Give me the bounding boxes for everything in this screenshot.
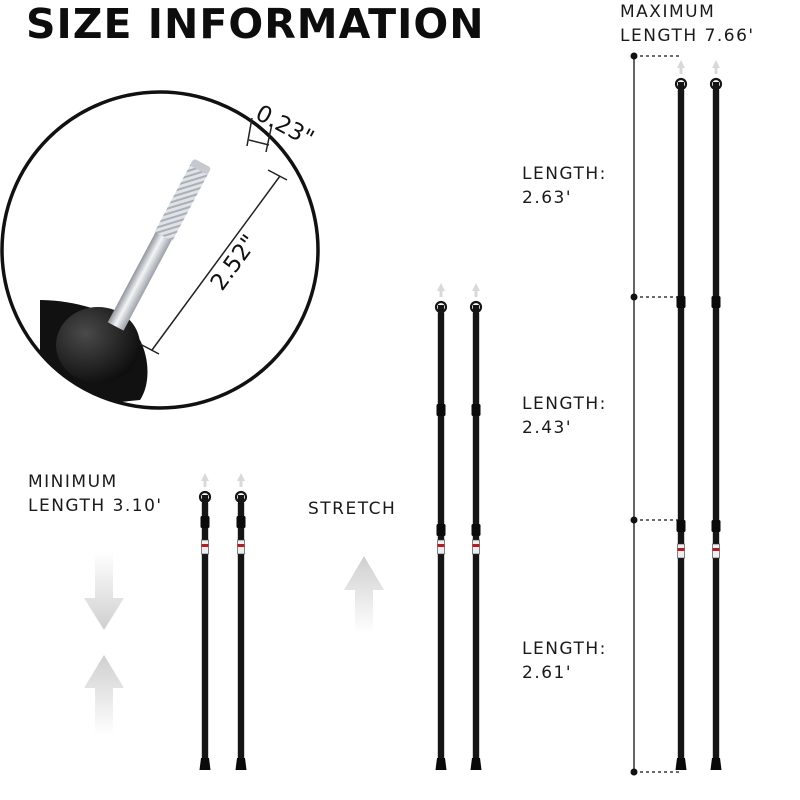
max-pole-2-joint-1 [711, 520, 721, 532]
page-title: SIZE INFORMATION [26, 0, 485, 48]
max-length-bracket [633, 55, 682, 773]
min-pole-2-pin-arrow-icon [237, 473, 245, 487]
max-pole-1-pin-arrow-icon [677, 60, 685, 74]
minimum-line2: LENGTH 3.10' [28, 496, 163, 516]
max-pole-2-top-cap [713, 82, 719, 92]
maximum-line1: MAXIMUM [620, 2, 716, 22]
stretch-pole-1-joint-0 [436, 404, 446, 416]
min-pole-2-top-cap [238, 495, 244, 505]
max-pole-2-label-stripe [712, 548, 720, 551]
minimum-line1: MINIMUM [28, 472, 118, 492]
maximum-line2: LENGTH 7.66' [620, 26, 755, 46]
min-pole-2-joint-0 [236, 516, 246, 528]
stretch-pole-2-pin-arrow-icon [472, 283, 480, 297]
maximum-length-label: MAXIMUM LENGTH 7.66' [620, 0, 755, 48]
max-pole-1-shaft [677, 90, 685, 764]
segment-top-value: 2.63' [522, 188, 573, 208]
segment-bottom-title: LENGTH: [522, 639, 607, 659]
min-pole-1-joint-0 [200, 516, 210, 528]
diameter-value: 0.23" [251, 100, 318, 152]
min-pole-1-shaft [201, 503, 209, 764]
stretch-label: STRETCH [308, 499, 397, 519]
length-dimension [139, 169, 288, 355]
arrow-down-icon [84, 552, 124, 630]
min-pole-2-shaft [237, 503, 245, 764]
pole-groups [198, 60, 723, 770]
min-pole-1-label-stripe [201, 544, 209, 547]
segment-middle-title: LENGTH: [522, 394, 607, 414]
segment-top-title: LENGTH: [522, 164, 607, 184]
stretch-pole-1-shaft [437, 313, 445, 764]
stretch-pole-1-joint-1 [436, 524, 446, 536]
max-pole-1-label-stripe [677, 548, 685, 551]
stretch-pole-2-foot [470, 758, 482, 770]
stretch-arrow-up-icon [344, 556, 384, 633]
max-pole-1-top-cap [678, 82, 684, 92]
stretch-pole-2-joint-1 [471, 524, 481, 536]
max-pole-2-pin-arrow-icon [712, 60, 720, 74]
stretch-pole-2-label-stripe [472, 544, 480, 547]
diameter-dimension [246, 117, 273, 153]
bracket-dots [630, 52, 638, 776]
stretch-pole-2-shaft [472, 313, 480, 764]
stretch-pole-2-joint-0 [471, 404, 481, 416]
max-pole-1-joint-1 [676, 520, 686, 532]
stretch-pole-1-pin-arrow-icon [437, 283, 445, 297]
min-pole-1-pin-arrow-icon [201, 473, 209, 487]
retract-arrows [84, 552, 124, 735]
detail-magnifier: 0.23" 2.52" [0, 90, 320, 410]
max-pole-2-joint-0 [711, 296, 721, 308]
segment-middle-label: LENGTH: 2.43' [522, 392, 607, 440]
stretch-pole-2-top-cap [473, 305, 479, 315]
stretch-pole-1-top-cap [438, 305, 444, 315]
length-value: 2.52" [206, 230, 263, 295]
stretch-pole-1-label-stripe [437, 544, 445, 547]
min-pole-2-label-stripe [237, 544, 245, 547]
max-pole-1-foot [675, 758, 687, 770]
arrow-up-icon [84, 655, 124, 735]
max-pole-2-foot [710, 758, 722, 770]
minimum-length-label: MINIMUM LENGTH 3.10' [28, 470, 163, 518]
min-pole-2-foot [235, 758, 247, 770]
max-pole-1-joint-0 [676, 296, 686, 308]
stretch-pole-1-foot [435, 758, 447, 770]
min-pole-1-foot [199, 758, 211, 770]
pin-knurl [154, 162, 209, 242]
segment-bottom-label: LENGTH: 2.61' [522, 637, 607, 685]
segment-top-label: LENGTH: 2.63' [522, 162, 607, 210]
max-pole-2-shaft [712, 90, 720, 764]
segment-middle-value: 2.43' [522, 418, 573, 438]
segment-bottom-value: 2.61' [522, 663, 573, 683]
min-pole-1-top-cap [202, 495, 208, 505]
